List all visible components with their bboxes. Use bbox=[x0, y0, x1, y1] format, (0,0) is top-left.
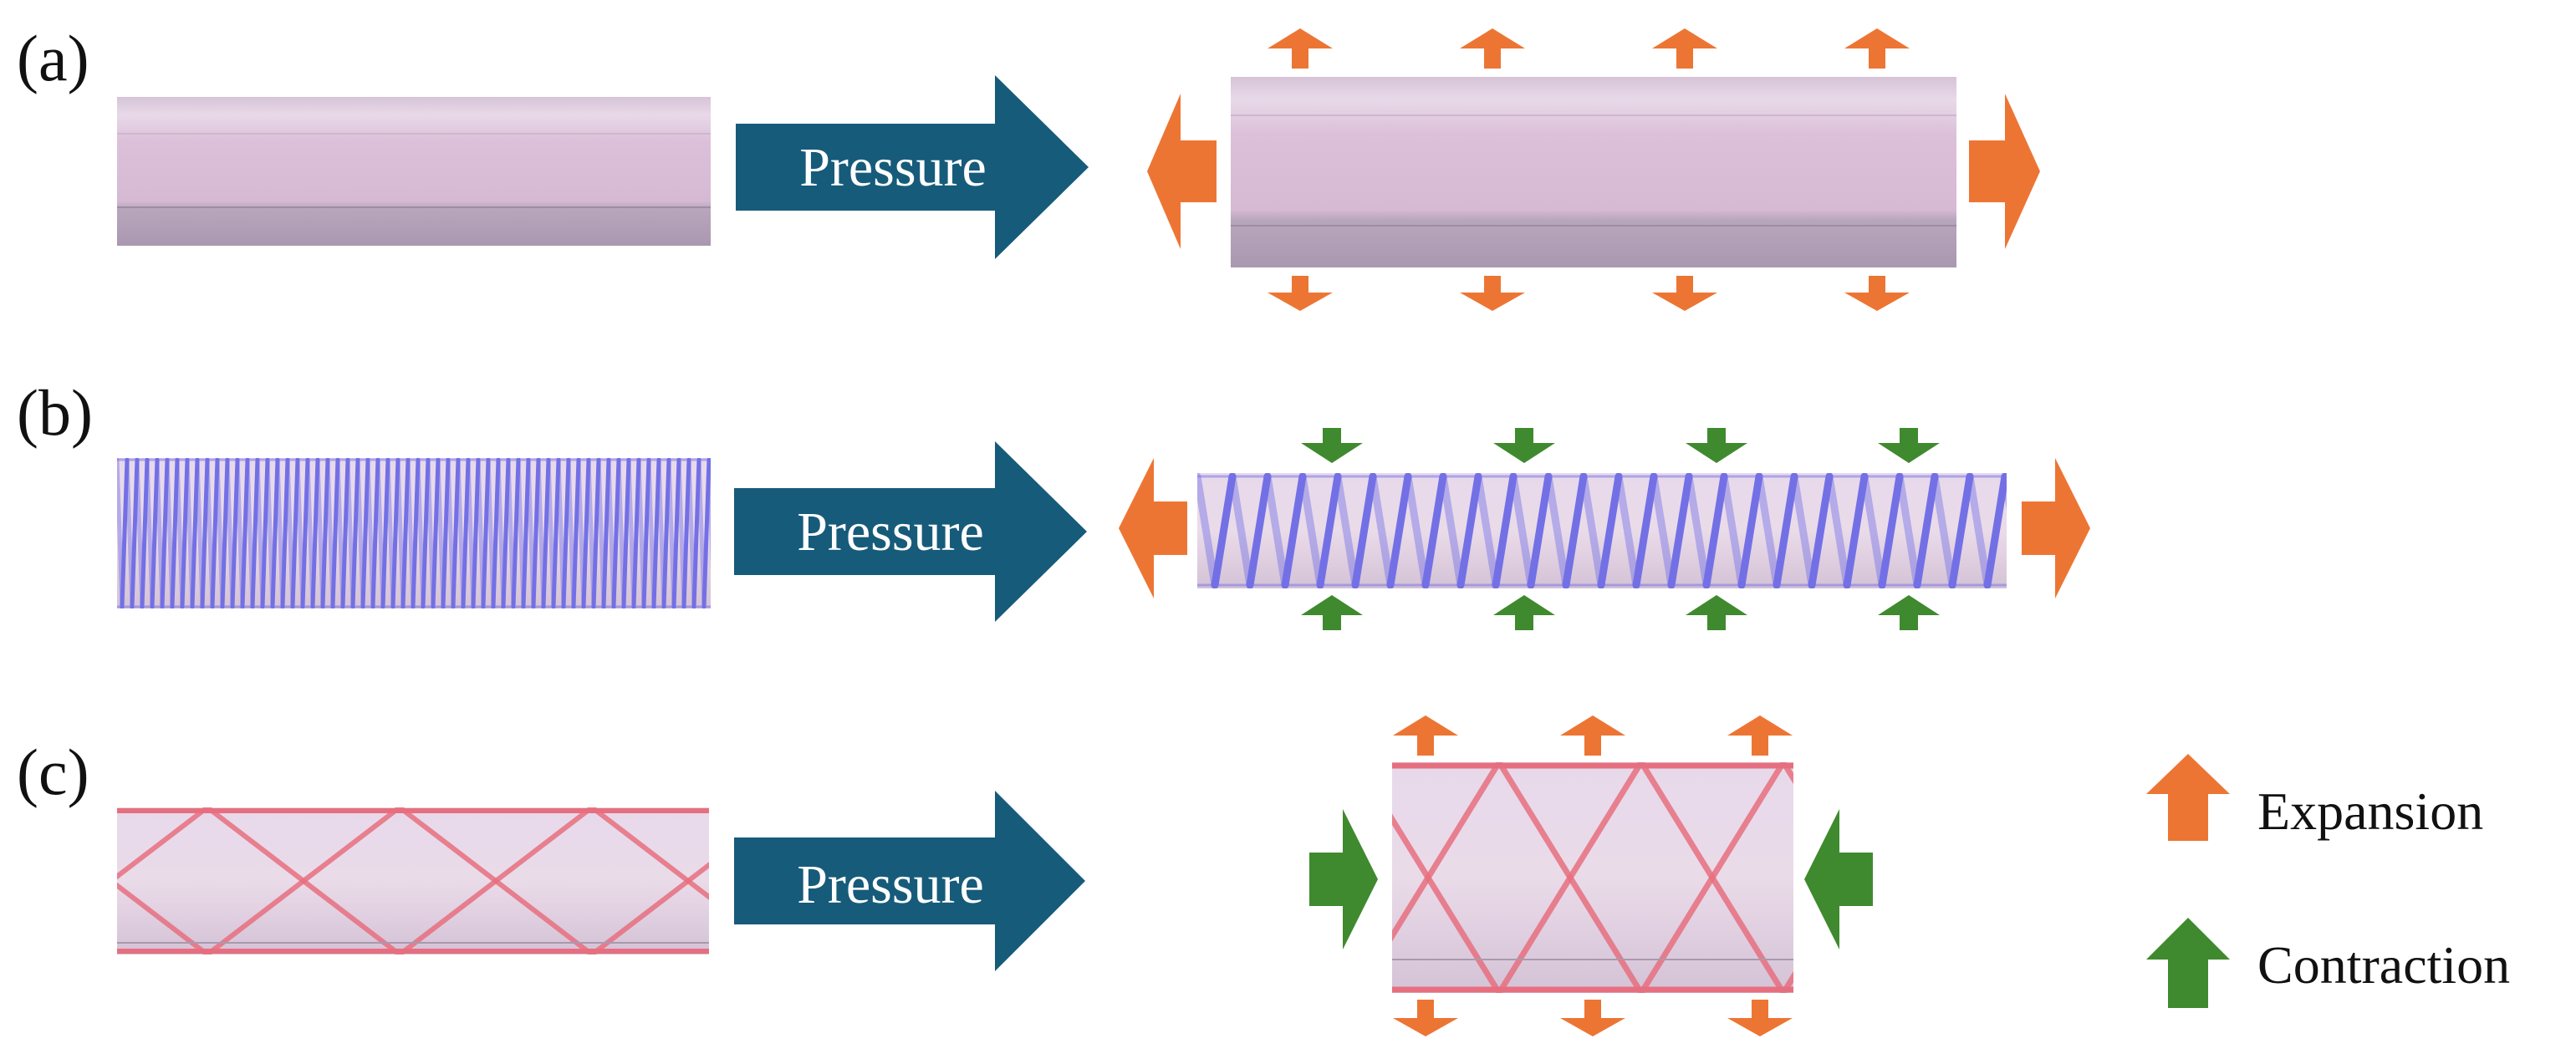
tube-expanded bbox=[1231, 77, 1956, 267]
legend-contraction-label: Contraction bbox=[2257, 935, 2510, 995]
expansion-arrows bbox=[1119, 458, 2090, 598]
panel-c: (c) Pressure bbox=[17, 715, 1873, 1036]
panel-b: (b) Pressure bbox=[17, 376, 2090, 630]
panel-label: (a) bbox=[17, 22, 89, 94]
pressure-arrow: Pressure bbox=[736, 75, 1089, 259]
legend: Expansion Contraction bbox=[2146, 754, 2510, 1008]
contraction-icon bbox=[2146, 918, 2230, 1008]
pressure-arrow: Pressure bbox=[734, 441, 1087, 622]
pressure-arrow: Pressure bbox=[734, 791, 1085, 971]
expansion-arrows bbox=[1147, 28, 2040, 311]
pressure-label: Pressure bbox=[797, 854, 984, 915]
helix-tube-elongated bbox=[1197, 473, 2007, 588]
contraction-arrows bbox=[1309, 809, 1873, 949]
panel-label: (b) bbox=[17, 376, 93, 449]
panel-a: (a) Pressure bbox=[17, 22, 2040, 311]
legend-expansion-label: Expansion bbox=[2257, 781, 2483, 841]
legend-expansion: Expansion bbox=[2146, 754, 2483, 841]
legend-contraction: Contraction bbox=[2146, 918, 2510, 1008]
pressure-label: Pressure bbox=[797, 501, 984, 563]
mesh-tube-original bbox=[117, 807, 709, 955]
mesh-tube-shortened bbox=[1392, 762, 1793, 993]
expansion-arrows bbox=[1393, 715, 1793, 1036]
panel-label: (c) bbox=[17, 736, 89, 808]
helix-tube-original bbox=[117, 458, 711, 608]
pressure-label: Pressure bbox=[799, 137, 987, 198]
contraction-arrows bbox=[1301, 428, 1940, 630]
tube-original bbox=[117, 97, 711, 246]
expansion-icon bbox=[2146, 754, 2230, 841]
